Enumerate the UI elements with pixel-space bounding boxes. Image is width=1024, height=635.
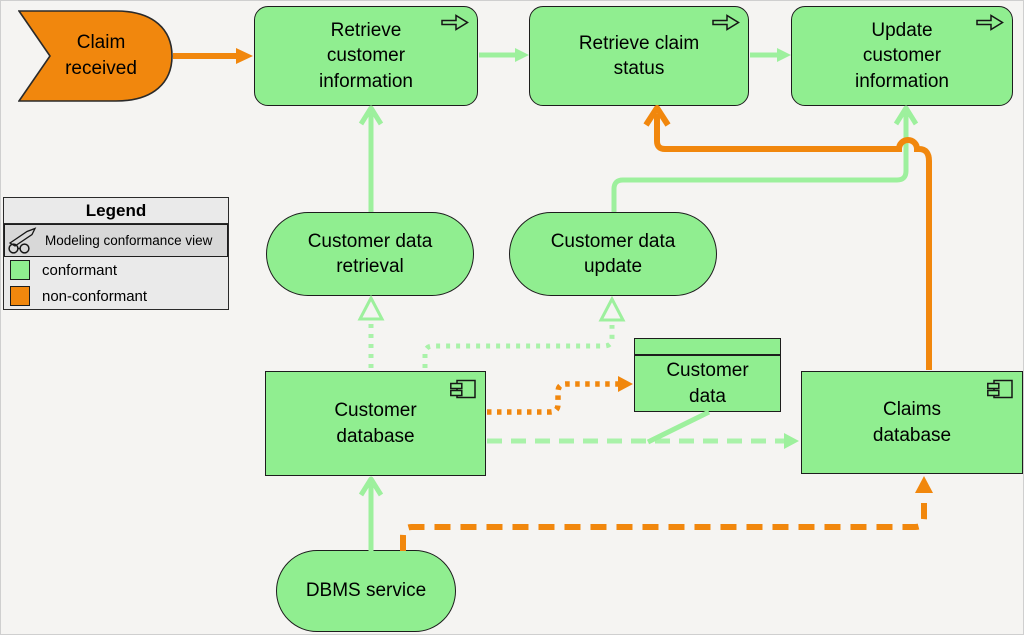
claim-received-label: Claim received xyxy=(65,32,137,79)
process-arrow-icon xyxy=(712,13,740,32)
node-customer-data-retrieval[interactable]: Customer data retrieval xyxy=(266,212,474,296)
legend-entry-conformant: conformant xyxy=(4,257,228,283)
node-retrieve-customer-information[interactable]: Retrieve customer information xyxy=(254,6,478,106)
non-conformant-color-swatch xyxy=(10,286,30,306)
node-claims-database[interactable]: Claims database xyxy=(801,371,1023,474)
legend-title: Legend xyxy=(4,198,228,224)
component-icon xyxy=(450,379,477,400)
node-dbms-service[interactable]: DBMS service xyxy=(276,550,456,632)
component-icon xyxy=(987,379,1014,400)
legend-entry-non-conformant: non-conformant xyxy=(4,283,228,309)
legend-viewpoint-row: Modeling conformance view xyxy=(4,224,228,257)
process-arrow-icon xyxy=(976,13,1004,32)
node-customer-data-update[interactable]: Customer data update xyxy=(509,212,717,296)
legend: Legend Modeling conformance view conform… xyxy=(3,197,229,310)
viewpoint-glasses-icon xyxy=(7,227,39,254)
legend-viewpoint-label: Modeling conformance view xyxy=(45,233,213,248)
conformant-color-swatch xyxy=(10,260,30,280)
node-retrieve-claim-status[interactable]: Retrieve claim status xyxy=(529,6,749,106)
object-header-band xyxy=(635,339,780,356)
node-customer-database[interactable]: Customer database xyxy=(265,371,486,476)
node-update-customer-information[interactable]: Update customer information xyxy=(791,6,1013,106)
node-customer-data[interactable]: Customer data xyxy=(634,338,781,412)
process-arrow-icon xyxy=(441,13,469,32)
claim-received-event-shape[interactable] xyxy=(18,10,174,102)
